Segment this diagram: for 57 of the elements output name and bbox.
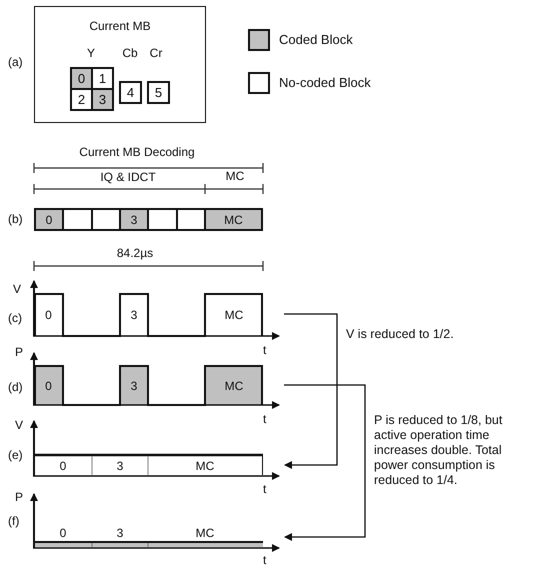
- dimension-label: IQ & IDCT: [100, 170, 156, 184]
- coded-block-cell: [36, 210, 62, 229]
- block: [119, 81, 142, 104]
- block-number: 0: [78, 71, 86, 86]
- block-number: 1: [98, 71, 106, 86]
- block: [147, 81, 170, 104]
- axis-label: t: [263, 482, 266, 496]
- dimension-label: MC: [226, 169, 244, 183]
- pulse-label: 0: [45, 379, 52, 393]
- coded-block-cell: [119, 210, 147, 229]
- axis-label: t: [263, 343, 266, 357]
- pulse-label: 3: [116, 459, 124, 473]
- axis-label: t: [263, 553, 266, 567]
- macroblock-frame: [34, 6, 206, 123]
- panel-label: (f): [8, 514, 20, 528]
- block-number: 3: [130, 212, 138, 226]
- connector-arrow: [284, 313, 338, 469]
- channel-label: Cb: [122, 46, 138, 60]
- pulse-label: 0: [45, 308, 52, 322]
- coded-block-cell: [204, 210, 261, 229]
- axis-label: P: [15, 345, 24, 359]
- decoding-timeline-bar: [34, 208, 263, 231]
- connector-arrow: [284, 384, 366, 541]
- pulse-label: 3: [130, 379, 138, 393]
- panel-label: (a): [8, 55, 23, 69]
- box-title: Current MB: [89, 19, 151, 33]
- panel-label: (b): [8, 212, 23, 226]
- block-number: 3: [98, 92, 106, 107]
- pulse-label: 3: [130, 308, 138, 322]
- pulse-label: 0: [60, 459, 66, 473]
- pulse-label: 0: [60, 526, 66, 540]
- axis-label: V: [13, 282, 22, 296]
- axis-label: P: [15, 490, 24, 504]
- axis-label: t: [263, 412, 266, 426]
- dimension-label: Current MB Decoding: [79, 145, 195, 159]
- legend-label: Coded Block: [279, 33, 353, 47]
- panel-label: (d): [8, 380, 23, 394]
- legend-label: No-coded Block: [279, 76, 371, 90]
- block: [91, 67, 114, 90]
- block: [70, 88, 93, 111]
- block-number: MC: [224, 212, 243, 226]
- pulse-label: MC: [196, 526, 214, 540]
- block-number: 5: [154, 85, 162, 100]
- pulse-label: MC: [224, 308, 244, 322]
- pulse-label: MC: [224, 379, 244, 393]
- coded-block: [91, 88, 114, 111]
- axis-label: V: [15, 418, 24, 432]
- pulse-label: 3: [116, 526, 124, 540]
- dimension-label: 84.2µs: [116, 246, 154, 260]
- channel-label: Y: [87, 46, 95, 60]
- panel-label: (e): [8, 448, 23, 462]
- block-number: 2: [78, 92, 86, 107]
- pulse-label: MC: [196, 459, 214, 473]
- panel-label: (c): [8, 311, 22, 325]
- channel-label: Cr: [150, 46, 162, 60]
- block-number: 0: [46, 212, 52, 226]
- block-number: 4: [126, 85, 134, 100]
